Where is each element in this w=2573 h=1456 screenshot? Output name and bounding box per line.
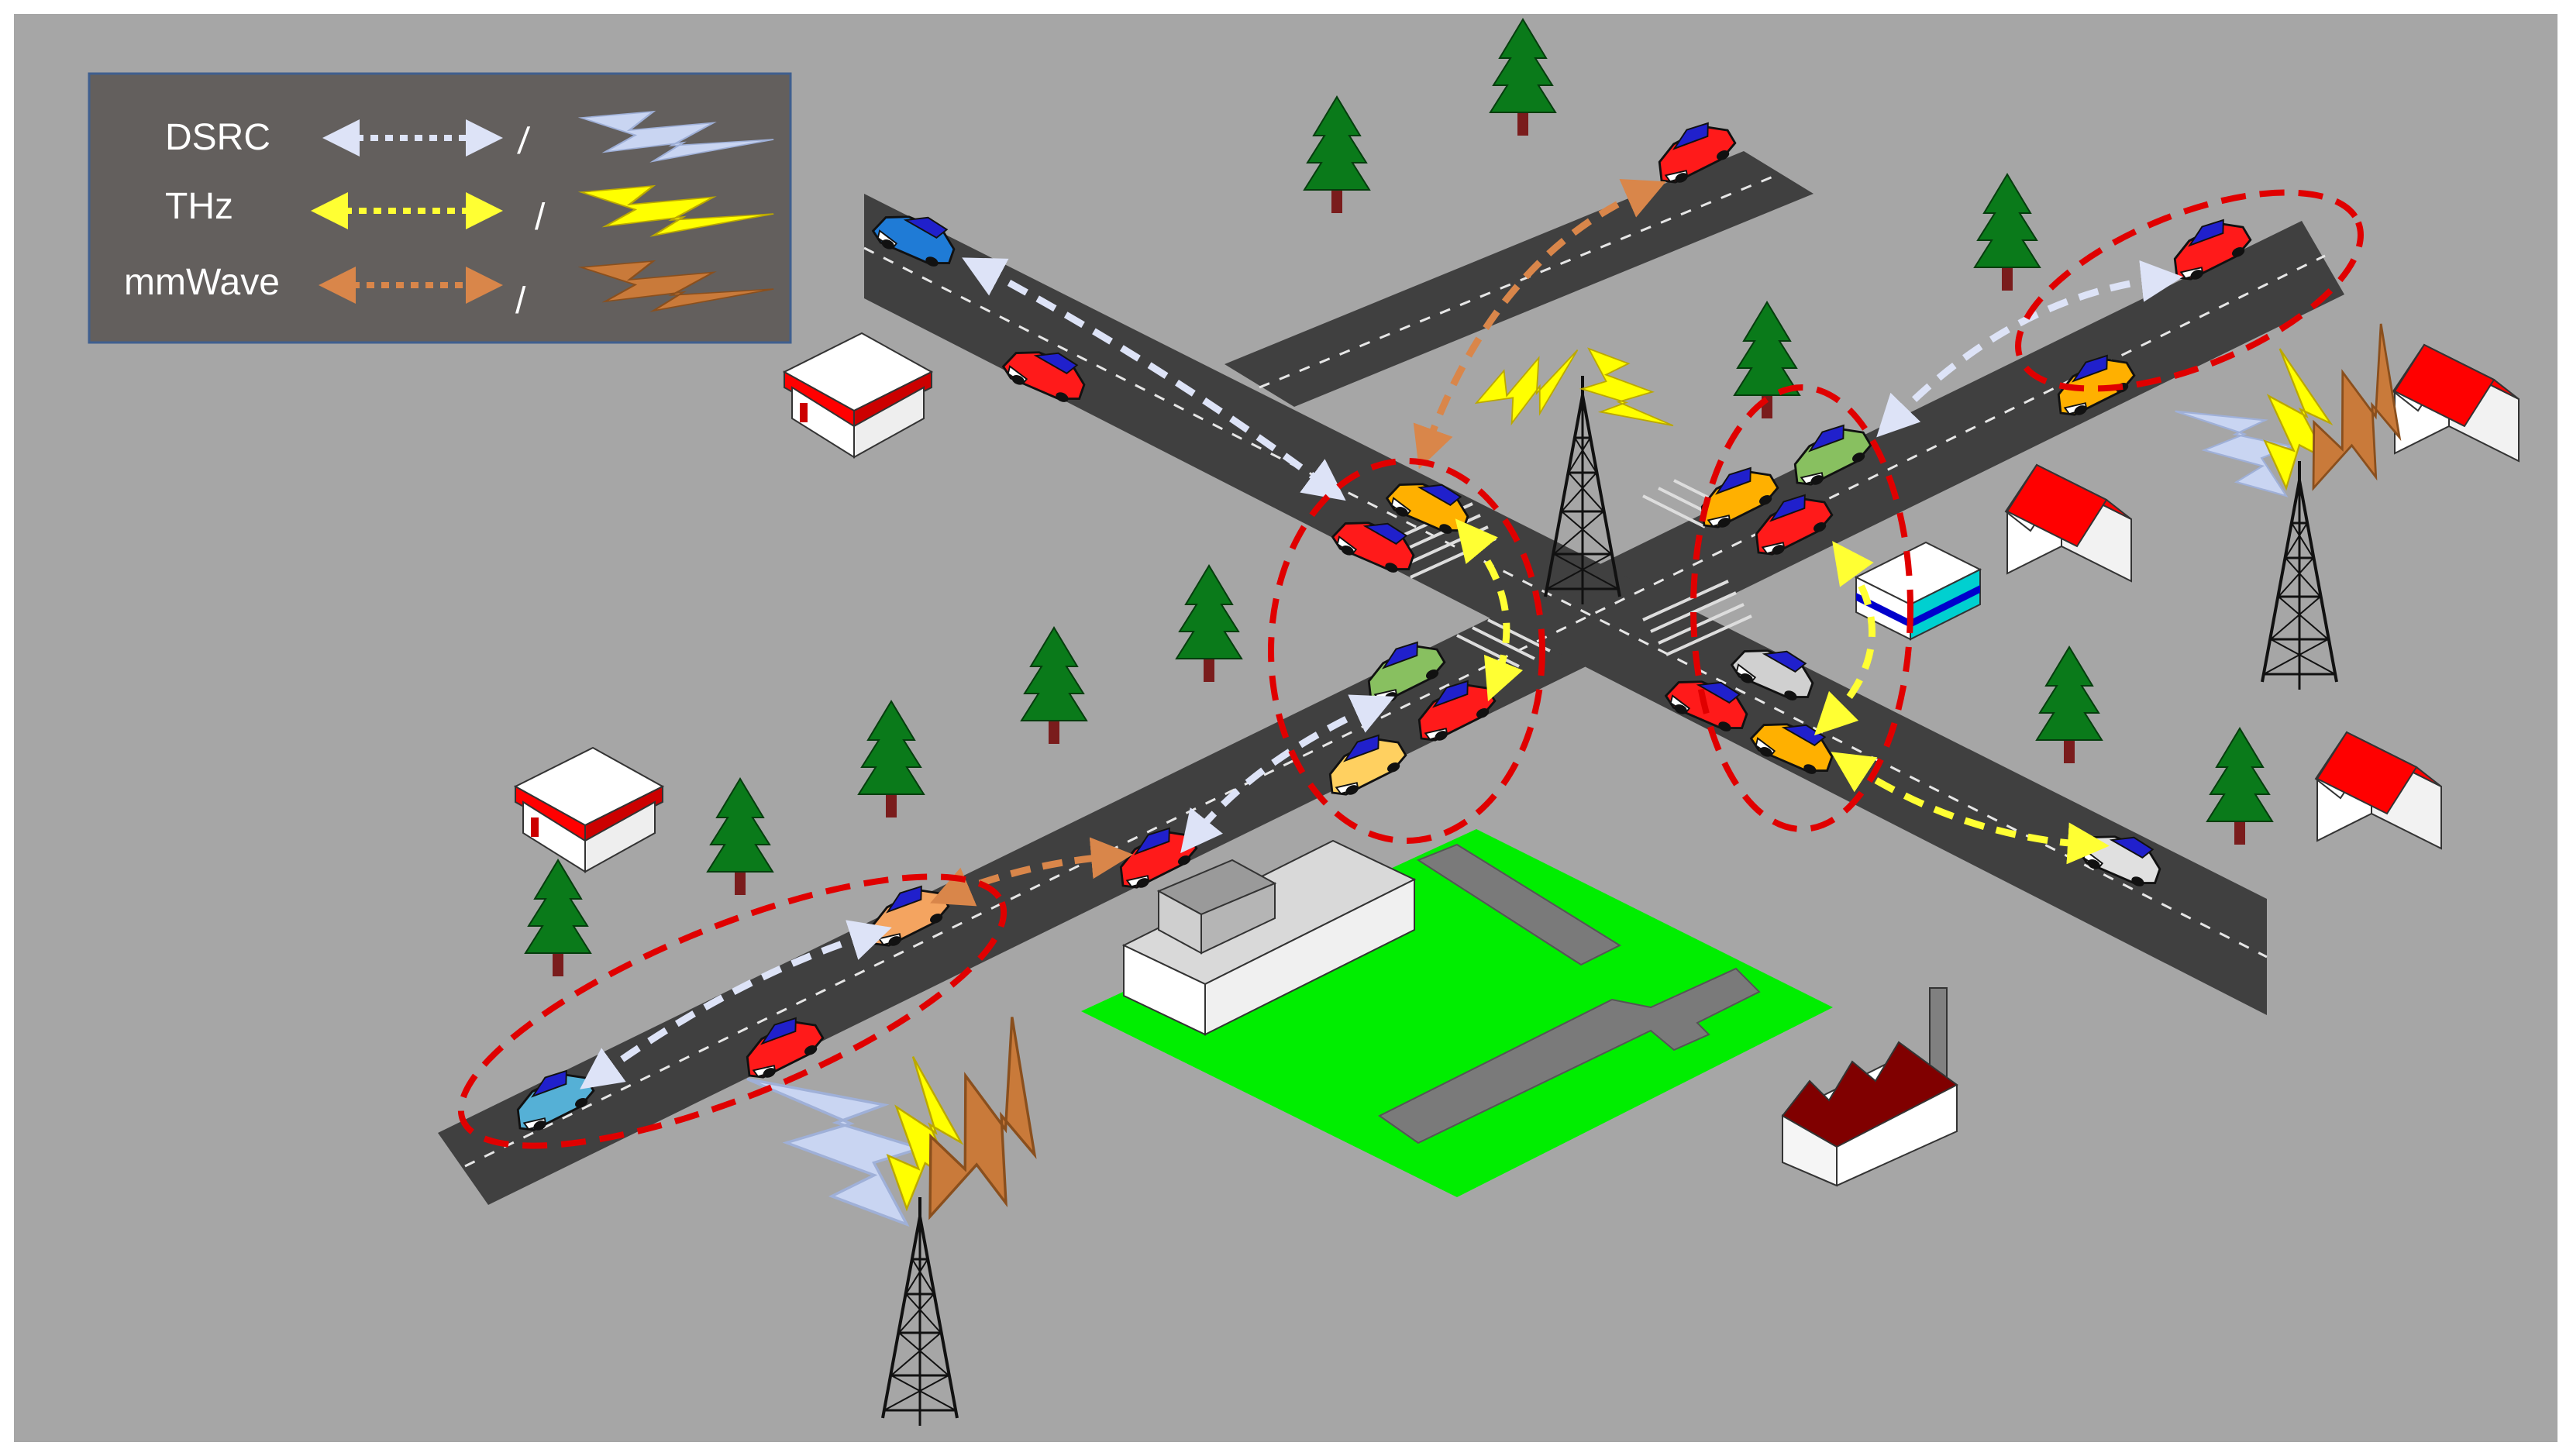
- communication-arrows: [580, 179, 2183, 1089]
- cluster-outline: [1268, 458, 1545, 844]
- legend-label-thz: THz: [165, 186, 233, 227]
- legend-separator: /: [535, 197, 546, 238]
- shop-icon: [1854, 541, 1982, 641]
- terminal-building-icon: [1121, 839, 1417, 1036]
- thz-link: [1455, 518, 1524, 702]
- legend-label-mmwave: mmWave: [124, 262, 280, 303]
- legend-separator: /: [516, 120, 532, 162]
- airfield: [1081, 829, 1833, 1197]
- legend-label-dsrc: DSRC: [165, 117, 270, 158]
- cluster-outline: [457, 873, 1008, 1149]
- dsrc-link: [962, 257, 1346, 501]
- taxiway: [1416, 843, 1622, 966]
- legend-separator: /: [515, 281, 526, 322]
- thz-link: [1831, 752, 2110, 865]
- dsrc-link: [580, 920, 892, 1089]
- dsrc-link: [1180, 694, 1395, 854]
- cluster-outline: [1690, 384, 1913, 832]
- dsrc-link: [1876, 260, 2183, 438]
- mmwave-link: [1413, 179, 1666, 470]
- legend: DSRC / THz / mmWave /: [88, 72, 792, 344]
- runway-icon: [1378, 967, 1761, 1144]
- mmwave-link: [930, 837, 1133, 907]
- airfield-grass: [1081, 829, 1833, 1197]
- factory-icon: [1781, 987, 1958, 1187]
